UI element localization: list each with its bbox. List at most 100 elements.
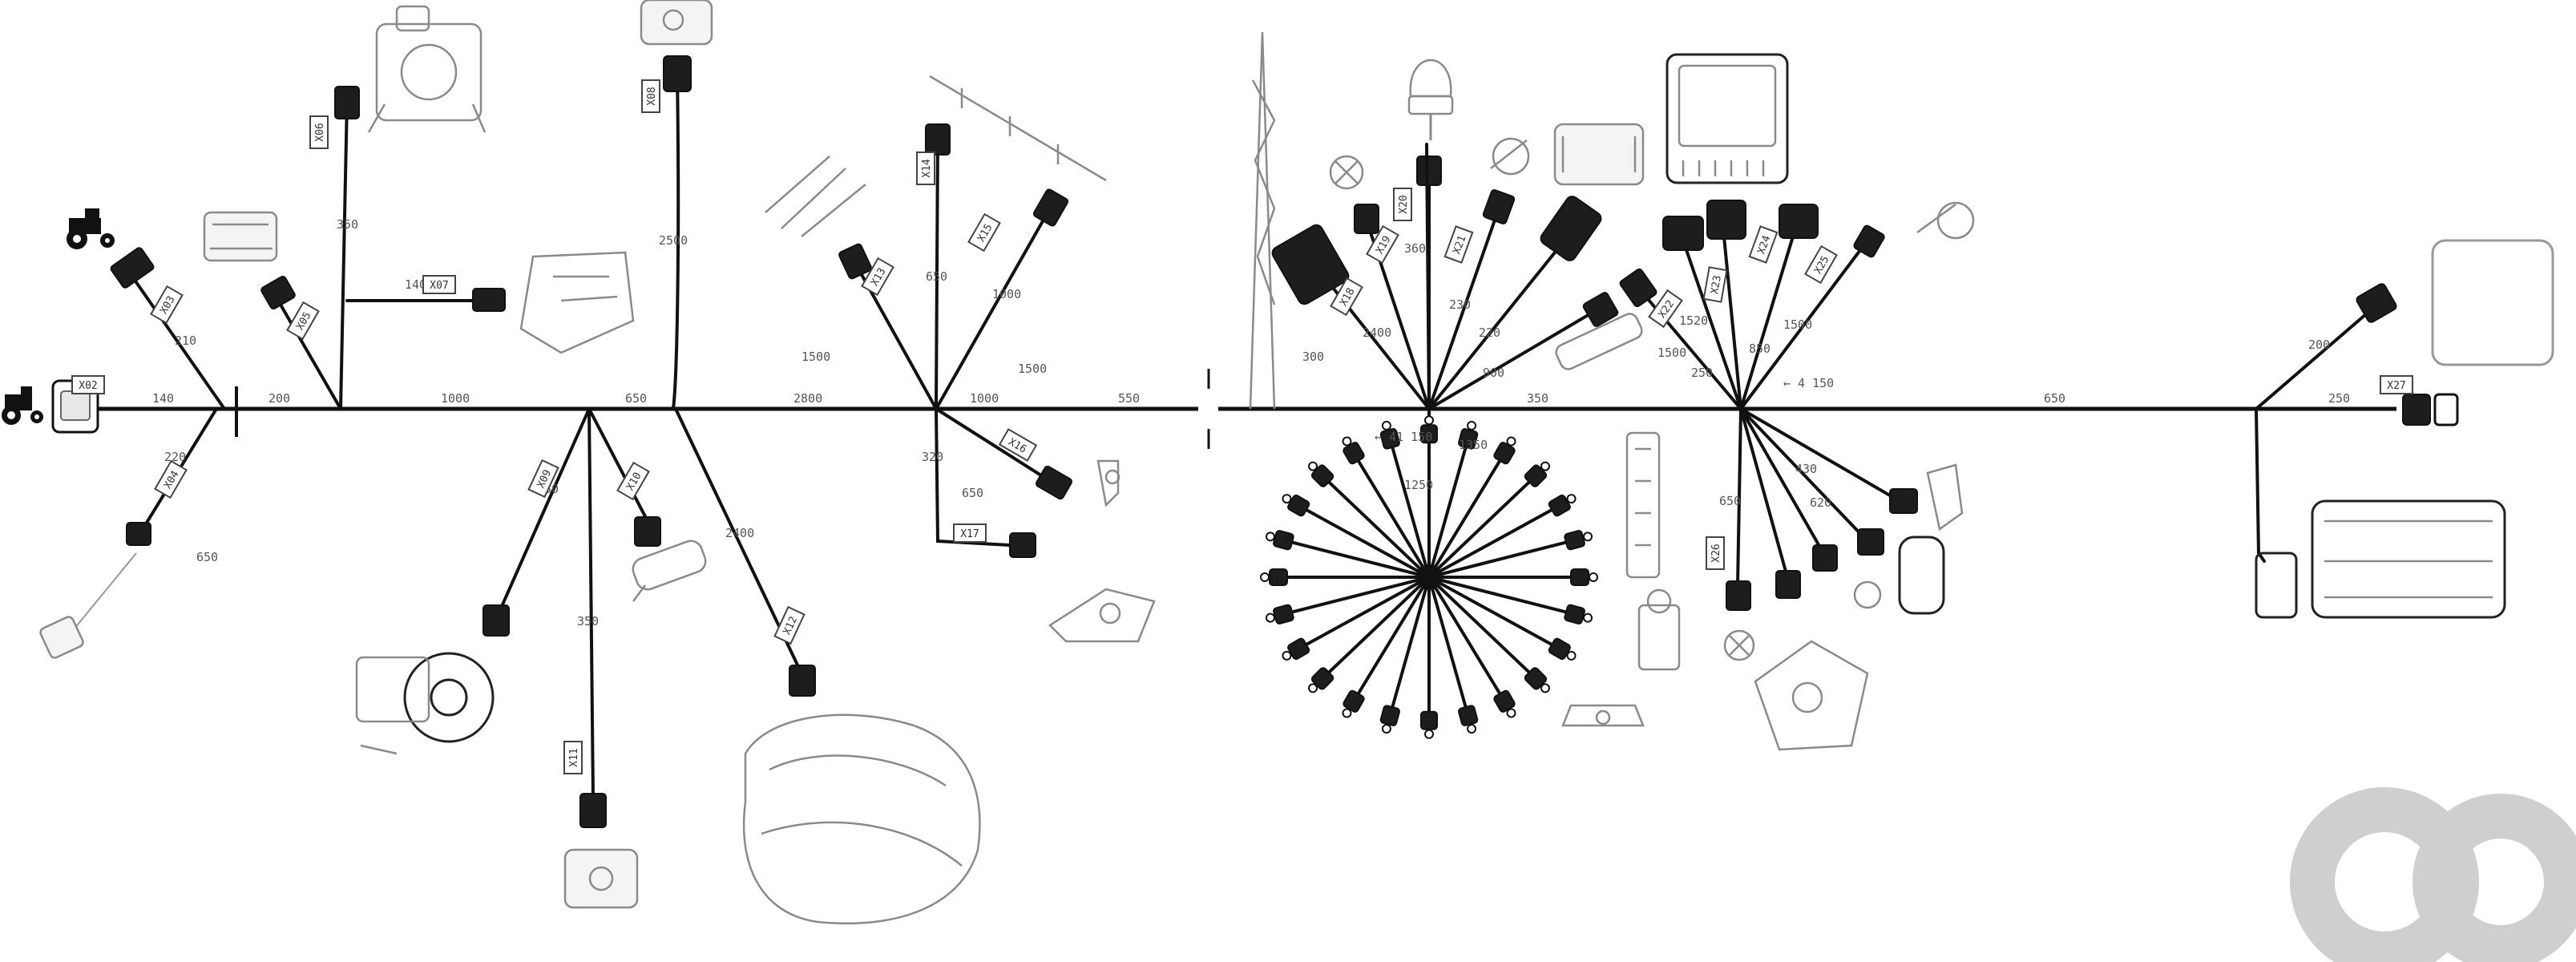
valve-component <box>1096 459 1120 507</box>
segment-label: 2500 <box>659 233 688 248</box>
star-connector <box>1260 568 1288 586</box>
segment-label: 1500 <box>1018 362 1047 376</box>
segment-label: 2400 <box>725 526 754 540</box>
tank-component <box>1853 536 1945 615</box>
star-wire <box>1389 439 1431 579</box>
connector-tag: X14 <box>916 152 935 185</box>
hub-top-fan <box>1271 143 1619 410</box>
star-connector <box>1265 604 1294 624</box>
segment-label: 230 <box>1449 297 1471 312</box>
star-wire <box>1284 576 1431 616</box>
segment-label: 220 <box>1479 325 1500 340</box>
segment-labels: 140 200 1000 650 2800 1000 550 350 650 2… <box>152 217 2350 629</box>
segment-label: 900 <box>1483 366 1504 380</box>
branch-left-1 <box>39 247 226 659</box>
cylinder-component <box>632 540 707 602</box>
segment-label: 1350 <box>1459 438 1488 452</box>
segment-label: 220 <box>164 450 186 464</box>
segment-label: 650 <box>926 269 947 284</box>
segment-label: 650 <box>196 550 218 564</box>
segment-label: 430 <box>1795 462 1817 476</box>
watermark-logo <box>2290 787 2576 962</box>
segment-label: 1500 <box>1657 346 1686 360</box>
segment-label: 200 <box>269 391 290 406</box>
star-wire <box>1427 453 1505 579</box>
star-wire <box>1298 505 1431 579</box>
connector-tag: X20 <box>1393 188 1412 221</box>
branch-far-right <box>2255 283 2397 563</box>
segment-label: 650 <box>1719 494 1741 508</box>
segment-label: 320 <box>922 450 943 464</box>
connector-tag-label: X06 <box>314 123 326 141</box>
rods-component <box>765 156 866 237</box>
star-wire <box>1427 576 1574 616</box>
sensor-component <box>1329 155 1364 190</box>
connector-tag: X07 <box>422 275 456 294</box>
connector-tag: X16 <box>998 428 1038 462</box>
sensor-star-cluster <box>1260 415 1598 739</box>
manifold-component <box>1625 431 1661 579</box>
connector-tag: X17 <box>953 523 987 543</box>
segment-label: 1500 <box>801 350 830 364</box>
star-connector <box>1493 436 1516 465</box>
connector-tag: X03 <box>150 285 184 325</box>
branch-mid-star <box>838 123 1072 558</box>
star-connector <box>1458 705 1479 734</box>
actuator-component <box>1555 313 1643 370</box>
segment-label: 1520 <box>1679 313 1708 328</box>
connector-tag-label: X07 <box>430 280 448 292</box>
connector-tag: X10 <box>616 461 650 501</box>
star-wire <box>1427 475 1536 579</box>
cabin-component <box>203 211 278 262</box>
star-connector <box>1342 689 1365 718</box>
battery-component <box>1553 123 1645 186</box>
sensor-right-component <box>1723 629 1755 661</box>
connector-tag: X19 <box>1366 224 1399 265</box>
segment-label: 140 <box>152 391 174 406</box>
star-connector <box>1342 436 1365 465</box>
gearbox-component <box>355 652 495 755</box>
valve-right-component <box>1926 463 1964 532</box>
segment-label: 2400 <box>1363 325 1391 340</box>
star-connector <box>1493 689 1516 718</box>
star-connector <box>1564 530 1593 551</box>
segment-label: 620 <box>1810 495 1831 510</box>
star-wire <box>1427 576 1536 679</box>
star-hub <box>1416 564 1442 590</box>
control-unit-icon <box>1666 53 1789 184</box>
engine-component <box>367 5 487 133</box>
panel-component <box>2431 239 2554 366</box>
beacon-component <box>1407 59 1454 140</box>
knob-component <box>1490 137 1530 176</box>
connector-tag: X26 <box>1706 536 1725 570</box>
ecu-component <box>2255 499 2506 619</box>
connector-tag: X12 <box>773 605 806 645</box>
star-connector <box>1524 667 1550 693</box>
segment-label: 2800 <box>793 391 822 406</box>
star-connector <box>1564 604 1593 624</box>
connector-tag: X13 <box>861 257 894 297</box>
connector-tag-label: X14 <box>921 159 933 178</box>
tower-component <box>1249 31 1276 410</box>
pump-component <box>1048 588 1156 643</box>
star-connector <box>1308 667 1334 693</box>
star-wire <box>1427 539 1574 579</box>
connector-tag-label: X26 <box>1710 544 1722 562</box>
display-component-bottom <box>563 848 639 909</box>
star-connector <box>1379 420 1400 450</box>
star-connector <box>1548 494 1577 517</box>
star-connector <box>1265 530 1294 551</box>
knob-right-component <box>1916 201 1975 240</box>
star-connector <box>1458 420 1479 450</box>
star-connector <box>1570 568 1598 586</box>
segment-label: 650 <box>962 486 983 500</box>
star-connector <box>1524 461 1550 487</box>
connector-tag: X25 <box>1804 245 1838 285</box>
segment-label: 210 <box>175 333 196 348</box>
bar-component <box>929 75 1107 182</box>
star-wire <box>1427 576 1469 715</box>
connector-tag-label: X17 <box>960 528 979 540</box>
connector-tag: X02 <box>71 375 105 394</box>
connector-tag: X05 <box>286 301 320 341</box>
